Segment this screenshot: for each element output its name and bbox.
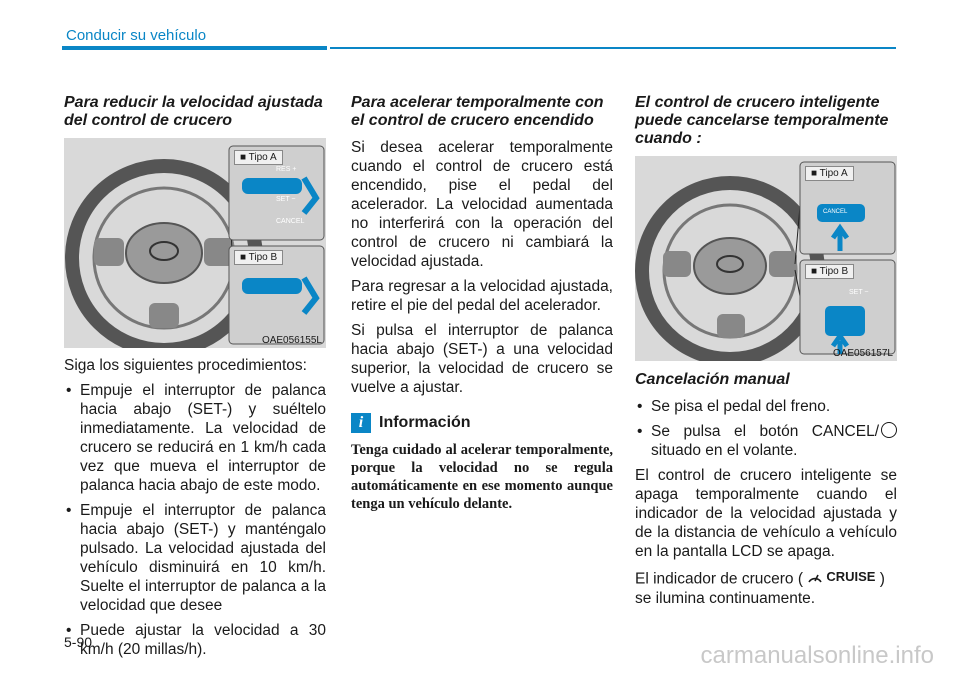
speedometer-icon [808,574,822,582]
res-label: RES + [276,166,297,173]
column-2: Para acelerar temporalmente con el contr… [351,94,613,513]
heading-reduce-speed: Para reducir la velocidad ajustada del c… [64,94,323,129]
tipo-b-tag: ■ Tipo B [234,250,284,265]
cancel-list: Se pisa el pedal del freno. Se pulsa el … [635,397,897,460]
list-item-text: Se pulsa el botón CANCEL/ [651,423,879,440]
tipo-a-tag: ■ Tipo A [805,166,854,181]
list-item: Empuje el interruptor de palanca hacia a… [64,501,326,615]
circle-button-icon [881,422,897,438]
heading-manual-cancel: Cancelación manual [635,371,790,388]
cancel-label: CANCEL [276,218,305,225]
intro-text: Siga los siguientes procedimientos: [64,357,307,374]
cancel-label: CANCEL [823,209,848,215]
paragraph-text: ) [879,570,885,588]
column-3: El control de crucero inteligente puede … [635,94,897,614]
cruise-label: CRUISE [826,569,876,584]
heading-cancel-conditions: El control de crucero inteligente puede … [635,94,889,147]
page-number: 5-90 [64,634,93,650]
steering-wheel-figure-2: ■ Tipo A ■ Tipo B CANCEL SET − OAE056157… [635,156,897,361]
list-item: Se pisa el pedal del freno. [635,397,897,416]
paragraph-text: El indicador de crucero ( [635,570,803,588]
heading-accelerate: Para acelerar temporalmente con el contr… [351,94,604,129]
watermark: carmanualsonline.info [700,642,934,669]
figure-caption: OAE056155L [261,335,322,346]
info-title: Información [379,414,471,431]
set-label: SET − [849,289,869,296]
header-rule [330,47,896,49]
cruise-indicator: CRUISE [807,567,875,586]
list-item: Puede ajustar la velocidad a 30 km/h (20… [64,621,326,659]
paragraph: El control de crucero inteligente se apa… [635,467,897,560]
header-bar [62,46,327,50]
tipo-a-tag: ■ Tipo A [234,150,283,165]
column-1: Para reducir la velocidad ajustada del c… [64,94,326,665]
paragraph: Si desea acelerar temporalmente cuando e… [351,139,613,270]
steering-wheel-illustration [65,145,325,348]
info-text: Tenga cuidado al acelerar temporalmente,… [351,442,613,512]
set-label: SET − [276,196,296,203]
cruise-indicator-line: El indicador de crucero ( CRUISE ) [635,567,897,589]
reduce-steps-list: Empuje el interruptor de palanca hacia a… [64,381,326,659]
steering-wheel-illustration [635,161,896,361]
info-icon: i [351,413,371,433]
section-header: Conducir su vehículo [66,27,207,44]
list-item: Empuje el interruptor de palanca hacia a… [64,381,326,495]
info-title-row: i Información [351,413,613,433]
figure-caption: OAE056157L [832,348,893,359]
paragraph: Si pulsa el interruptor de palanca hacia… [351,322,613,396]
paragraph: se ilumina continuamente. [635,589,816,607]
tipo-b-tag: ■ Tipo B [805,264,855,279]
list-item: Se pulsa el botón CANCEL/ situado en el … [635,422,897,460]
paragraph: Para regresar a la velocidad ajustada, r… [351,278,613,314]
list-item-text: situado en el volante. [651,442,798,459]
steering-wheel-figure-1: ■ Tipo A ■ Tipo B RES + SET − CANCEL OAE… [64,138,326,348]
